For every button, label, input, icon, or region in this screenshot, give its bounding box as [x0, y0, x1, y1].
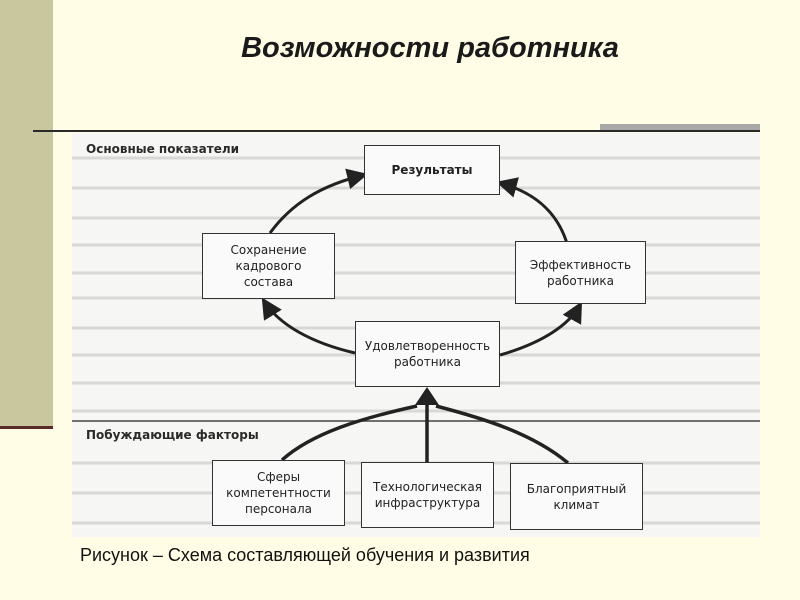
driver-arrowhead	[415, 387, 439, 405]
box-infrastructure: Технологическая инфраструктура	[361, 462, 494, 528]
title-rule	[33, 130, 760, 132]
left-accent-bar	[0, 0, 53, 427]
arrow-competence-to-satisfaction	[280, 404, 418, 462]
diagram-figure: Основные показатели Побуждающие факторы …	[72, 133, 760, 537]
arrow-climate-to-satisfaction	[435, 404, 570, 465]
box-satisfaction: Удовлетворенность работника	[355, 321, 500, 387]
box-results: Результаты	[364, 145, 500, 195]
box-competence: Сферы компетентности персонала	[212, 460, 345, 526]
box-efficiency: Эффективность работника	[515, 241, 646, 304]
box-retention: Сохранение кадрового состава	[202, 233, 335, 299]
title-rule-grey	[600, 124, 760, 131]
section-label-main-indicators: Основные показатели	[86, 142, 240, 156]
left-accent-bar-foot	[0, 426, 53, 429]
box-climate: Благоприятный климат	[510, 463, 643, 530]
section-label-driving-factors: Побуждающие факторы	[86, 428, 259, 442]
arrow-satisfaction-to-retention	[261, 297, 356, 355]
figure-caption: Рисунок – Схема составляющей обучения и …	[80, 545, 530, 565]
arrow-retention-to-results	[268, 168, 369, 234]
slide-title: Возможности работника	[241, 32, 619, 64]
arrow-satisfaction-to-efficiency	[499, 301, 583, 357]
